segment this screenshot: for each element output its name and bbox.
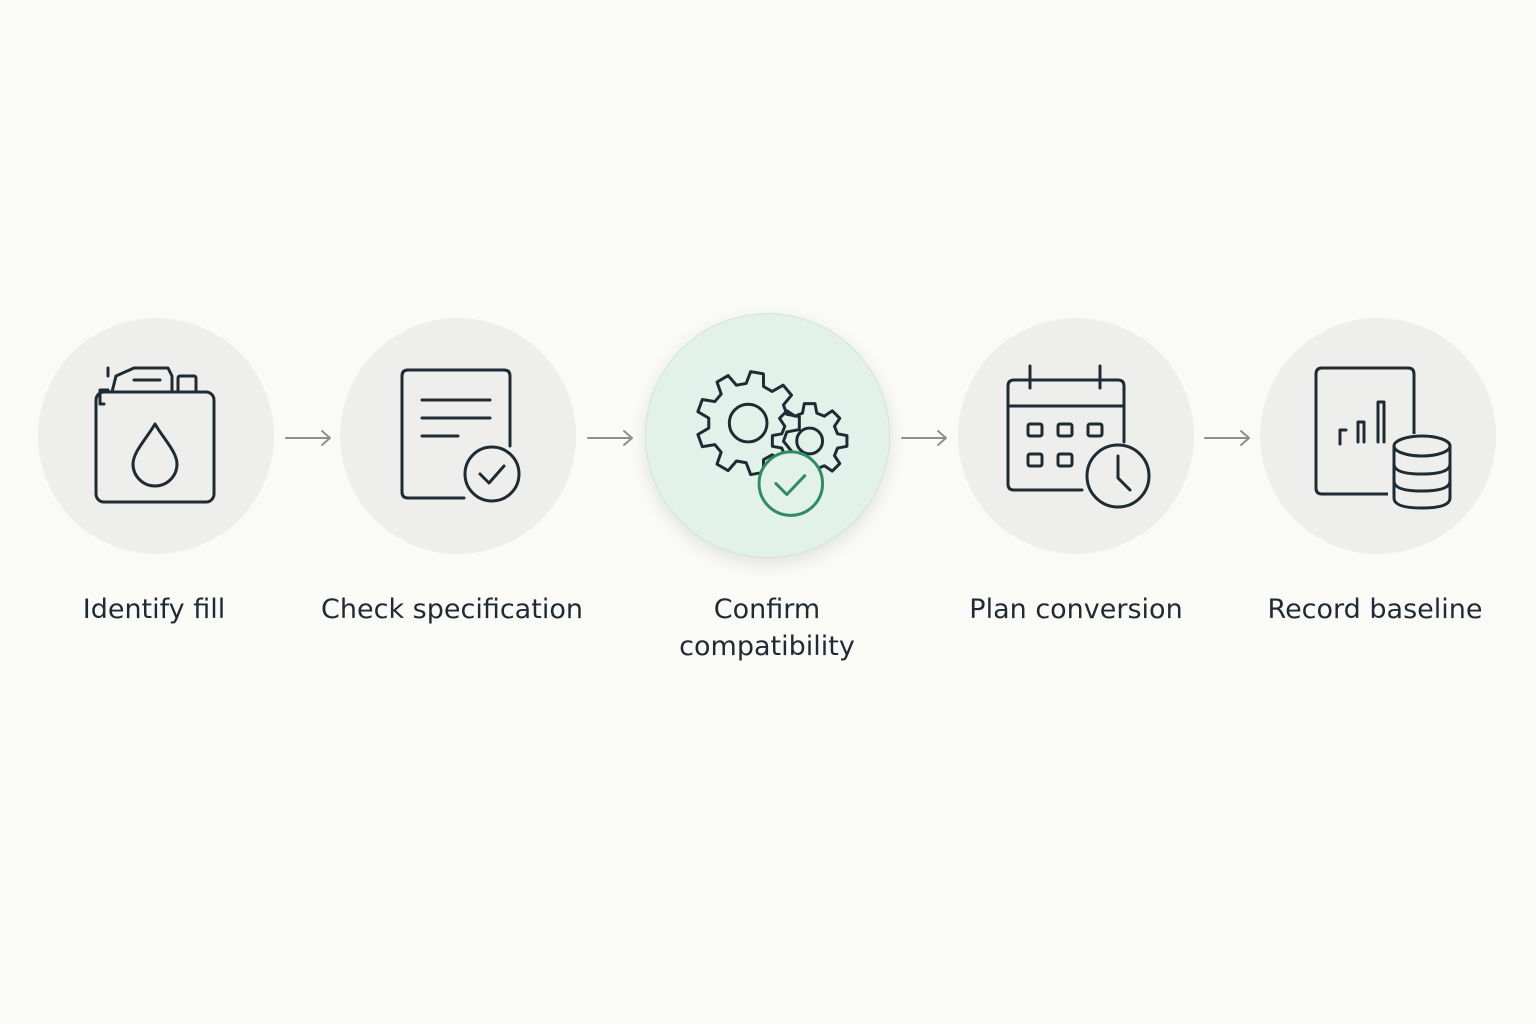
step-label-record-baseline: Record baseline: [1225, 591, 1525, 628]
step-record-baseline: [1260, 318, 1496, 554]
step-label-check-specification: Check specification: [302, 591, 602, 628]
label-line: compatibility: [679, 631, 855, 662]
step-label-identify-fill: Identify fill: [4, 591, 304, 628]
gears-check-icon: [696, 370, 849, 517]
flow-arrow: [586, 428, 636, 448]
label-line: Check specification: [321, 594, 583, 625]
step-label-plan-conversion: Plan conversion: [926, 591, 1226, 628]
flow-arrow: [284, 428, 334, 448]
flow-arrow: [900, 428, 950, 448]
report-database-icon: [1314, 366, 1454, 514]
step-confirm-compatibility: [645, 313, 890, 558]
label-line: Identify fill: [82, 594, 226, 625]
step-label-confirm-compatibility: Confirm compatibility: [617, 591, 917, 665]
step-plan-conversion: [958, 318, 1194, 554]
fuel-can-icon: [94, 366, 216, 504]
step-check-specification: [340, 318, 576, 554]
calendar-clock-icon: [1006, 364, 1151, 509]
flow-arrow: [1203, 428, 1253, 448]
step-identify-fill: [38, 318, 274, 554]
label-line: Record baseline: [1267, 594, 1483, 625]
label-line: Confirm: [713, 594, 821, 625]
label-line: Plan conversion: [969, 594, 1183, 625]
document-check-icon: [400, 368, 521, 503]
